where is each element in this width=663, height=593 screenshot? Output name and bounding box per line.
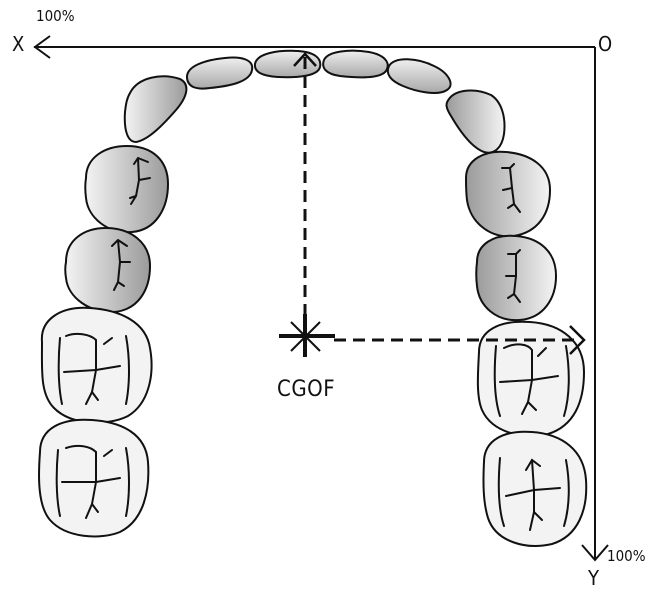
y-axis-label: Y [588,568,599,588]
tooth-incisor-left-1 [255,51,320,77]
tooth-premolar-left-1 [85,146,168,232]
premolar-fissures [112,158,520,302]
x-axis-label: X [12,34,24,54]
incisor-teeth [187,51,451,93]
y-axis-max-label: 100% [607,549,646,564]
tooth-canine-right [447,90,505,152]
tooth-premolar-left-2 [65,228,150,312]
tooth-incisor-right-2 [388,59,451,93]
tooth-canine-left [125,76,187,142]
tooth-premolar-right-1 [466,152,550,237]
cgof-marker [279,314,335,357]
cgof-label: CGOF [277,379,335,401]
tooth-molar-left-2 [39,420,148,537]
origin-label: O [598,34,612,54]
x-axis-max-label: 100% [36,9,75,24]
tooth-incisor-right-1 [323,51,388,78]
tooth-incisor-left-2 [187,58,252,89]
